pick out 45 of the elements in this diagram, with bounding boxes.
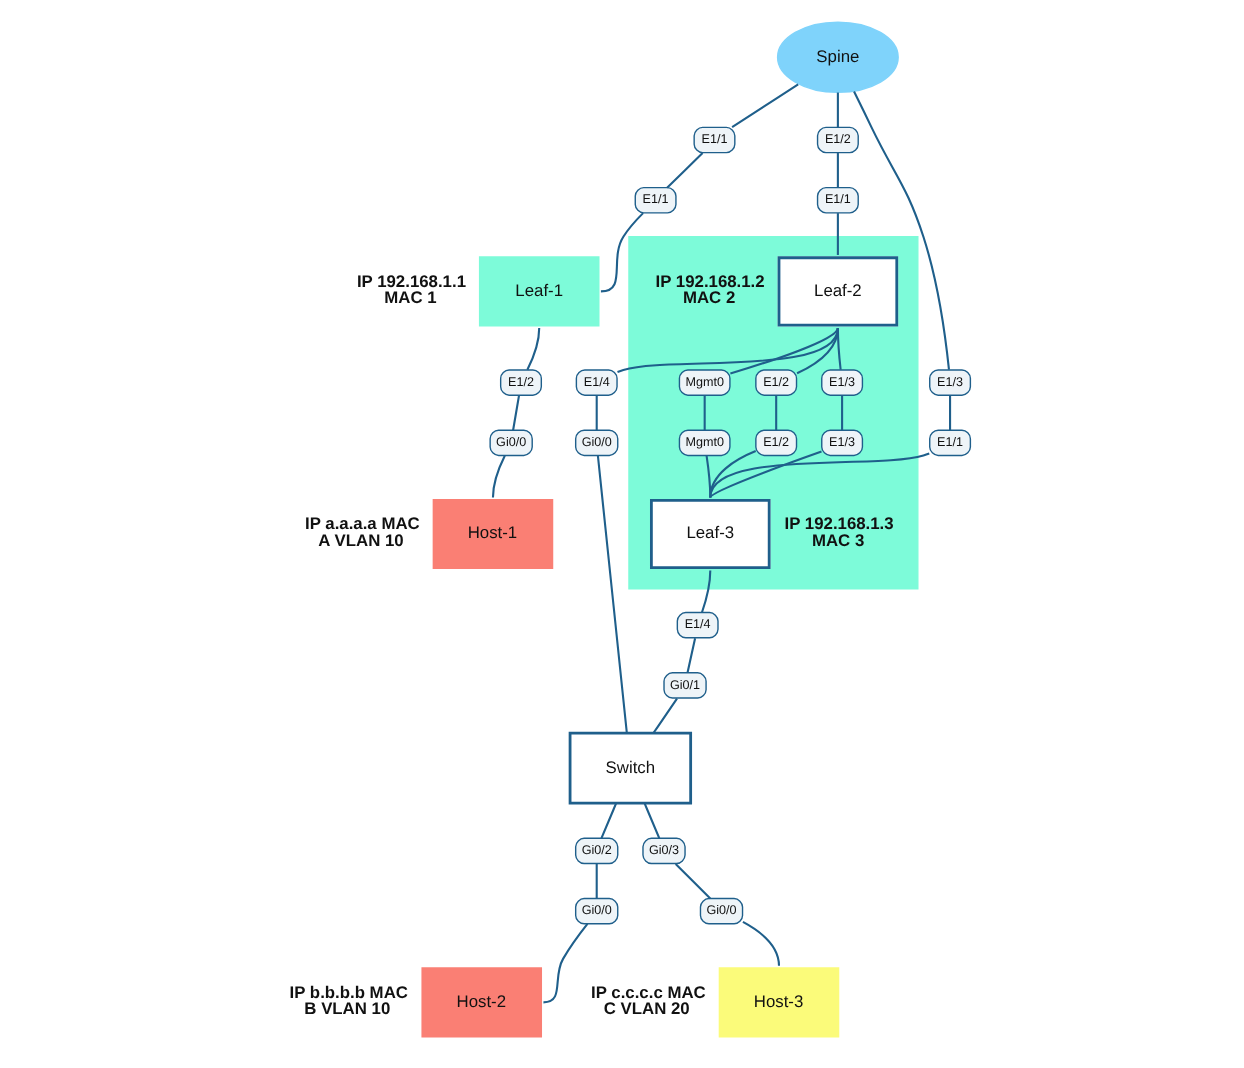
node-box: Host-2 [420,967,541,1038]
connector [542,923,588,1004]
connector [525,327,540,371]
connector [730,83,798,129]
cluster [627,236,918,590]
connector [729,327,838,375]
node-box: Leaf-1 [477,256,599,327]
connector [835,153,838,188]
connector [685,637,696,674]
connector [595,455,627,734]
node-label: IP 192.168.1.1 MAC 1 [355,270,466,308]
connector [699,570,711,613]
connector [708,450,821,499]
connector [835,327,841,370]
connector [835,92,838,128]
connector [741,921,780,966]
connector [948,395,951,431]
connector [708,450,756,498]
node-label: IP 192.168.1.2 MAC 2 [654,270,764,308]
node-label: IP b.b.b.b MAC B VLAN 10 [288,981,407,1019]
connector [835,213,838,255]
connector [702,395,705,431]
node-ellipse: Spine [775,21,898,93]
connector [599,803,617,839]
node-label: IP c.c.c.c MAC C VLAN 20 [590,981,705,1019]
node-box: Switch [567,731,692,805]
connector [852,91,949,370]
connector [673,863,710,900]
node-box: Host-3 [717,967,839,1038]
connector [651,698,677,734]
node-box: Host-1 [431,498,553,570]
connector [665,152,703,189]
connector [774,395,777,431]
node-label: IP a.a.a.a MAC A VLAN 10 [304,513,419,551]
connector [616,327,838,373]
connector [708,452,929,498]
connector [511,395,520,431]
connector [594,863,597,899]
node-label: IP 192.168.1.3 MAC 3 [783,513,893,551]
connector [490,455,505,498]
connector [840,395,843,431]
connector [594,395,597,431]
connector [704,455,711,498]
connector [599,212,643,293]
connector [642,803,660,839]
